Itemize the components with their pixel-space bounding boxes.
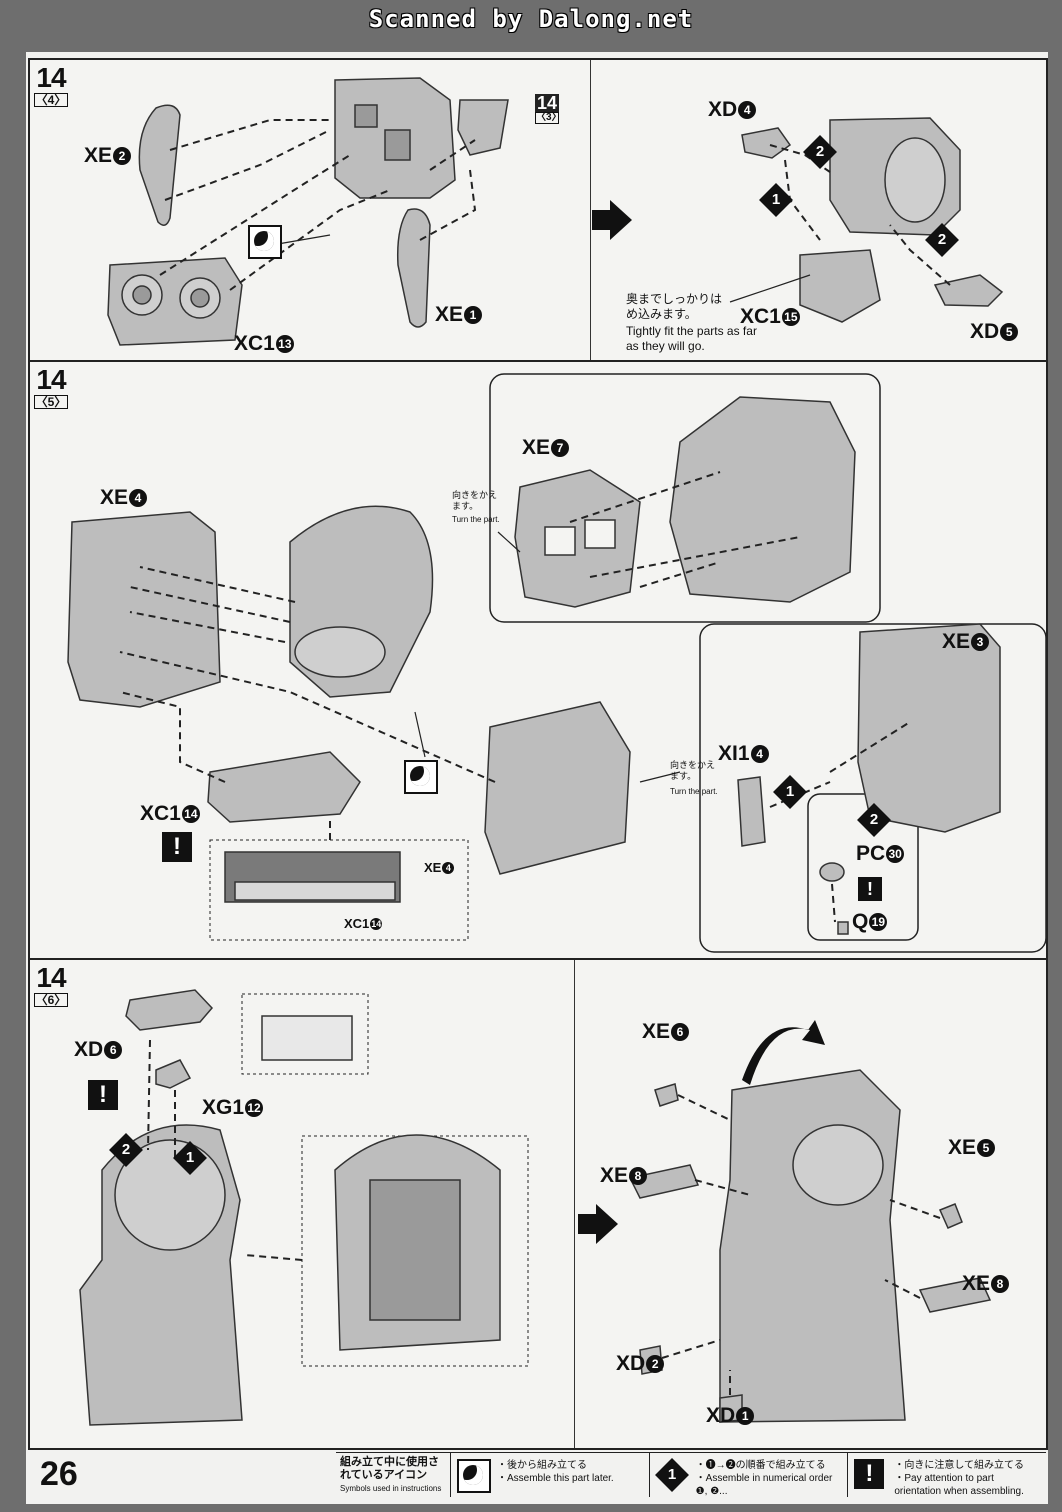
step-14-6-panel: 14 〈6〉 (28, 958, 1048, 1450)
step-14-4-panel: 14 〈4〉 14 〈3〉 (28, 58, 1048, 362)
step-sub-number: 〈6〉 (34, 993, 68, 1007)
next-step-arrow-icon (578, 1204, 618, 1244)
part-assembly-callout (669, 396, 856, 603)
scan-header: Scanned by Dalong.net (368, 5, 694, 33)
part-block (484, 701, 631, 875)
part-xd5 (933, 274, 1004, 307)
turn-note-1-en: Turn the part. (452, 515, 500, 524)
order-marker-2b: 2 (925, 223, 959, 257)
fit-note-en: Tightly fit the parts as far as they wil… (626, 324, 757, 353)
step-14-4-illustration (107, 77, 1004, 346)
part-xe8-b (918, 1277, 992, 1313)
numerical-order-icon: 1 (654, 1458, 689, 1492)
legend-item-attention: ! ・向きに注意して組み立てる ・Pay attention to part o… (848, 1453, 1046, 1497)
step-14-5-illustration (67, 373, 1046, 953)
part-xc1-14 (207, 751, 361, 823)
legend-item-assemble-later: ・後から組み立てる ・Assemble this part later. (451, 1453, 650, 1497)
step-number: 14 (36, 62, 66, 93)
step-badge: 14 〈5〉 (34, 366, 68, 409)
order-marker-1: 1 (773, 775, 807, 809)
legend-item-numerical-order: 1 ・❶→❷の順番で組み立てる ・Assemble in numerical o… (650, 1453, 849, 1497)
part-xe3 (857, 623, 1001, 833)
step-14-6-illustration (79, 989, 992, 1426)
turn-note-2-en: Turn the part. (670, 787, 718, 796)
part-xe2 (138, 104, 181, 226)
instruction-page: 14 〈4〉 14 〈3〉 (26, 52, 1048, 1504)
part-xd6 (125, 989, 214, 1031)
step-number: 14 (36, 364, 66, 395)
step-sub-number: 〈5〉 (34, 395, 68, 409)
assemble-later-icon (248, 225, 282, 259)
attention-icon: ! (858, 877, 882, 901)
assemble-later-icon (457, 1459, 491, 1493)
turn-note-1-jp: 向きをかえます。 (452, 490, 498, 511)
rotate-arrow-icon (742, 1020, 825, 1085)
part-assembled (719, 1069, 906, 1423)
part-xd4 (741, 127, 792, 159)
attention-icon: ! (162, 832, 192, 862)
part-xe5 (938, 1203, 963, 1229)
order-marker-1: 1 (759, 183, 793, 217)
panel-divider (574, 960, 575, 1448)
part-side-bracket (457, 99, 509, 156)
order-marker-2: 2 (803, 135, 837, 169)
part-xe6 (654, 1083, 679, 1107)
part-xe1 (396, 208, 431, 328)
part-q19 (837, 921, 849, 935)
turn-note-2-jp: 向きをかえます。 (670, 760, 716, 781)
step-14-5-panel: 14 〈5〉 (28, 360, 1048, 960)
order-marker-1: 1 (173, 1141, 207, 1175)
panel-divider (590, 60, 591, 360)
step-sub-number: 〈4〉 (34, 93, 68, 107)
legend-title: 組み立て中に使用されているアイコン Symbols used in instru… (336, 1453, 451, 1497)
page-number: 26 (40, 1455, 78, 1493)
order-marker-2: 2 (857, 803, 891, 837)
step-badge: 14 〈4〉 (34, 64, 68, 107)
icon-legend: 組み立て中に使用されているアイコン Symbols used in instru… (336, 1452, 1046, 1497)
part-xc1-15 (799, 249, 881, 323)
part-xe7 (514, 469, 641, 608)
part-xe8-a (628, 1164, 700, 1199)
step-number: 14 (36, 962, 66, 993)
attention-icon: ! (854, 1459, 885, 1489)
fit-note-jp: 奥までしっかりはめ込みます。 (626, 292, 723, 321)
part-xe4 (67, 511, 221, 708)
attention-icon: ! (88, 1080, 118, 1110)
part-xi1-4 (737, 776, 766, 847)
part-xg1-12 (155, 1059, 192, 1089)
step-badge: 14 〈6〉 (34, 964, 68, 1007)
assemble-later-icon (404, 760, 438, 794)
next-step-arrow-icon (592, 200, 632, 240)
reference-step-badge: 14 〈3〉 (535, 93, 562, 124)
order-marker-2: 2 (109, 1133, 143, 1167)
